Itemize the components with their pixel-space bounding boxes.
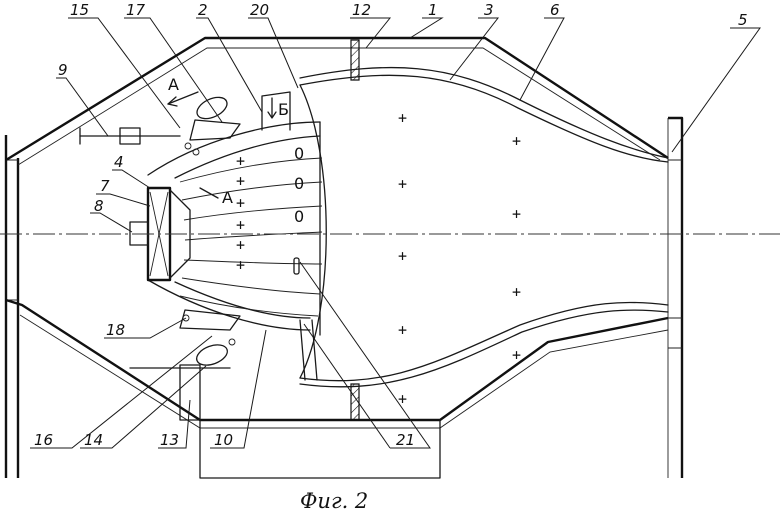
svg-text:+: + (398, 390, 407, 408)
cell-mark: 0 (294, 207, 304, 226)
callout-20: 20 (250, 1, 269, 19)
callout-8: 8 (94, 197, 104, 215)
callout-14: 14 (84, 431, 103, 449)
section-mark-a-mid: А (222, 188, 233, 207)
plus-marks: + + + + + + + + + + + + + + + (236, 109, 521, 408)
callout-16: 16 (34, 431, 53, 449)
svg-text:+: + (398, 109, 407, 127)
svg-text:+: + (512, 283, 521, 301)
callout-9: 9 (58, 61, 68, 79)
svg-text:+: + (512, 346, 521, 364)
leader-lines (30, 17, 761, 449)
callout-21: 21 (396, 431, 415, 449)
callout-4: 4 (114, 153, 124, 171)
callouts: 15 17 2 20 12 1 3 6 5 9 4 7 8 18 16 14 1… (34, 1, 748, 449)
callout-13: 13 (160, 431, 179, 449)
callout-3: 3 (484, 1, 494, 19)
svg-text:+: + (512, 205, 521, 223)
svg-text:+: + (398, 175, 407, 193)
callout-1: 1 (428, 1, 438, 19)
outer-housing (4, 36, 684, 479)
section-mark-b: Б (278, 100, 289, 119)
svg-text:+: + (236, 236, 245, 254)
swirler-assembly (129, 121, 323, 336)
inner-liner (299, 66, 669, 388)
actuators (79, 91, 318, 421)
svg-text:+: + (236, 256, 245, 274)
section-mark-a-top: А (168, 75, 179, 94)
callout-10: 10 (214, 431, 233, 449)
slot-marks: 0 0 0 (293, 144, 304, 275)
callout-7: 7 (100, 177, 110, 195)
callout-17: 17 (126, 1, 146, 19)
callout-5: 5 (738, 11, 748, 29)
figure-caption: Фиг. 2 (300, 489, 368, 513)
svg-text:+: + (236, 152, 245, 170)
callout-2: 2 (198, 1, 208, 19)
svg-text:+: + (512, 132, 521, 150)
callout-15: 15 (70, 1, 89, 19)
callout-12: 12 (352, 1, 371, 19)
cell-mark: 0 (294, 144, 304, 163)
callout-18: 18 (106, 321, 125, 339)
svg-text:+: + (236, 194, 245, 212)
svg-text:+: + (236, 216, 245, 234)
section-arrows: А Б А (167, 75, 289, 207)
svg-text:+: + (398, 321, 407, 339)
callout-6: 6 (550, 1, 560, 19)
svg-text:+: + (236, 172, 245, 190)
svg-text:+: + (398, 247, 407, 265)
cell-mark: 0 (294, 174, 304, 193)
